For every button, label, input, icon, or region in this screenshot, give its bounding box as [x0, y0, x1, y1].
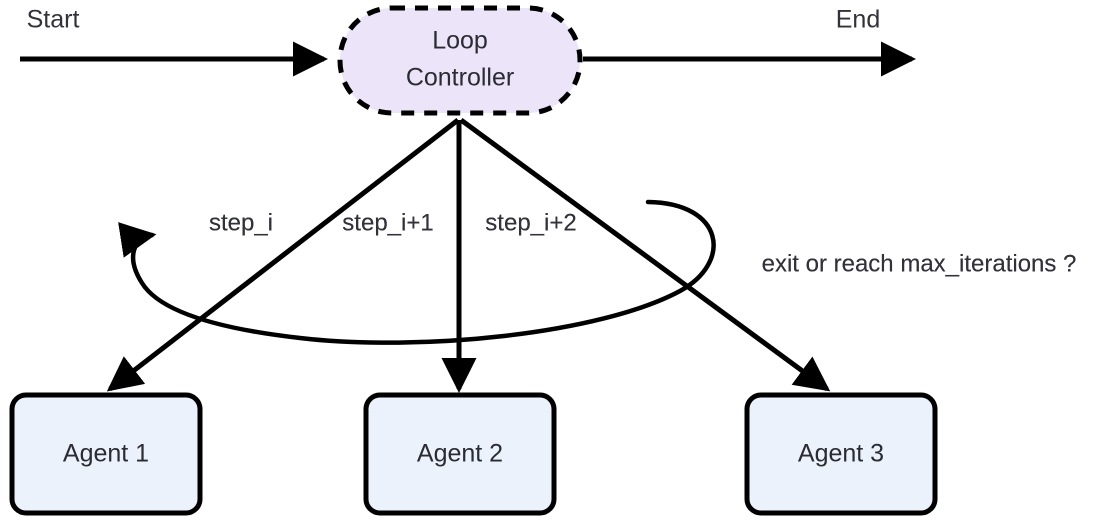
- step-label-3-halo: step_i+2: [485, 209, 576, 236]
- loop-controller-label-line1: Loop: [432, 27, 488, 55]
- agent-3-label: Agent 3: [798, 440, 884, 468]
- step-label-2-halo: step_i+1: [342, 209, 433, 236]
- agent-3-node[interactable]: [744, 392, 938, 516]
- edge-controller-to-agent-1: [106, 118, 460, 392]
- agent-1-label: Agent 1: [63, 440, 149, 468]
- loop-controller-node[interactable]: [337, 5, 583, 116]
- step-label-1: step_i: [209, 209, 273, 236]
- agent-2-node[interactable]: [363, 392, 557, 516]
- agent-1-node[interactable]: [9, 392, 203, 516]
- start-label: Start: [27, 6, 80, 34]
- edge-controller-to-agent-3: [459, 117, 831, 392]
- feedback-label-halo: exit or reach max_iterations ?: [762, 250, 1077, 277]
- step-label-3: step_i+2: [485, 209, 576, 236]
- end-label: End: [836, 6, 880, 34]
- step-label-1-halo: step_i: [209, 209, 273, 236]
- agent-2-label: Agent 2: [417, 440, 503, 468]
- feedback-label: exit or reach max_iterations ?: [762, 250, 1077, 277]
- step-label-2: step_i+1: [342, 209, 433, 236]
- loop-controller-label-line2: Controller: [406, 64, 514, 92]
- feedback-loop-curve: [118, 199, 716, 345]
